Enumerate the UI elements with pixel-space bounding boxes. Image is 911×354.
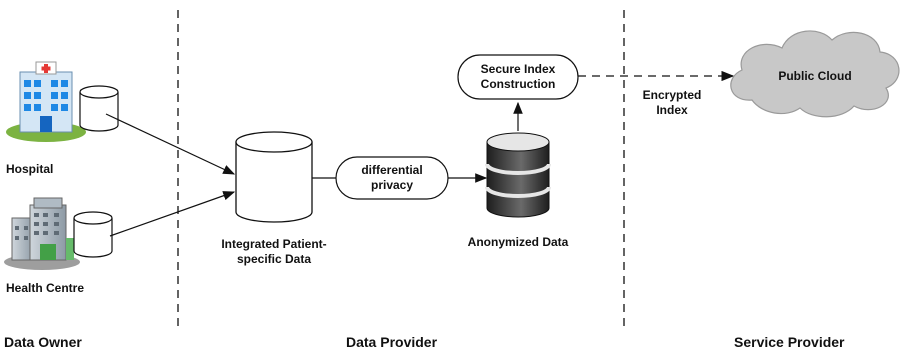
hospital-label: Hospital bbox=[6, 162, 54, 176]
health-centre-icon bbox=[4, 197, 80, 270]
encrypted-index-label: Encrypted Index bbox=[642, 88, 702, 117]
hospital-icon bbox=[6, 61, 86, 142]
zone-label-data-provider: Data Provider bbox=[346, 334, 438, 350]
differential-privacy-label: differential privacy bbox=[361, 163, 423, 192]
secure-index-label: Secure Index Construction bbox=[480, 62, 556, 91]
secure-index-box bbox=[457, 54, 579, 100]
zone-label-service-provider: Service Provider bbox=[734, 334, 845, 350]
anonymized-database-icon bbox=[485, 132, 551, 218]
arrow-hospital-to-integrated bbox=[105, 113, 236, 175]
anonymized-data-label: Anonymized Data bbox=[467, 235, 569, 249]
public-cloud-icon bbox=[730, 30, 900, 118]
integrated-data-cylinder bbox=[235, 131, 313, 223]
arrow-healthcentre-to-integrated bbox=[109, 191, 236, 237]
zone-label-data-owner: Data Owner bbox=[4, 334, 82, 350]
health-centre-database-icon bbox=[73, 211, 113, 258]
public-cloud-label: Public Cloud bbox=[778, 69, 852, 83]
hospital-database-icon bbox=[79, 85, 119, 132]
integrated-data-label: Integrated Patient- specific Data bbox=[221, 237, 327, 266]
health-centre-label: Health Centre bbox=[6, 281, 85, 295]
